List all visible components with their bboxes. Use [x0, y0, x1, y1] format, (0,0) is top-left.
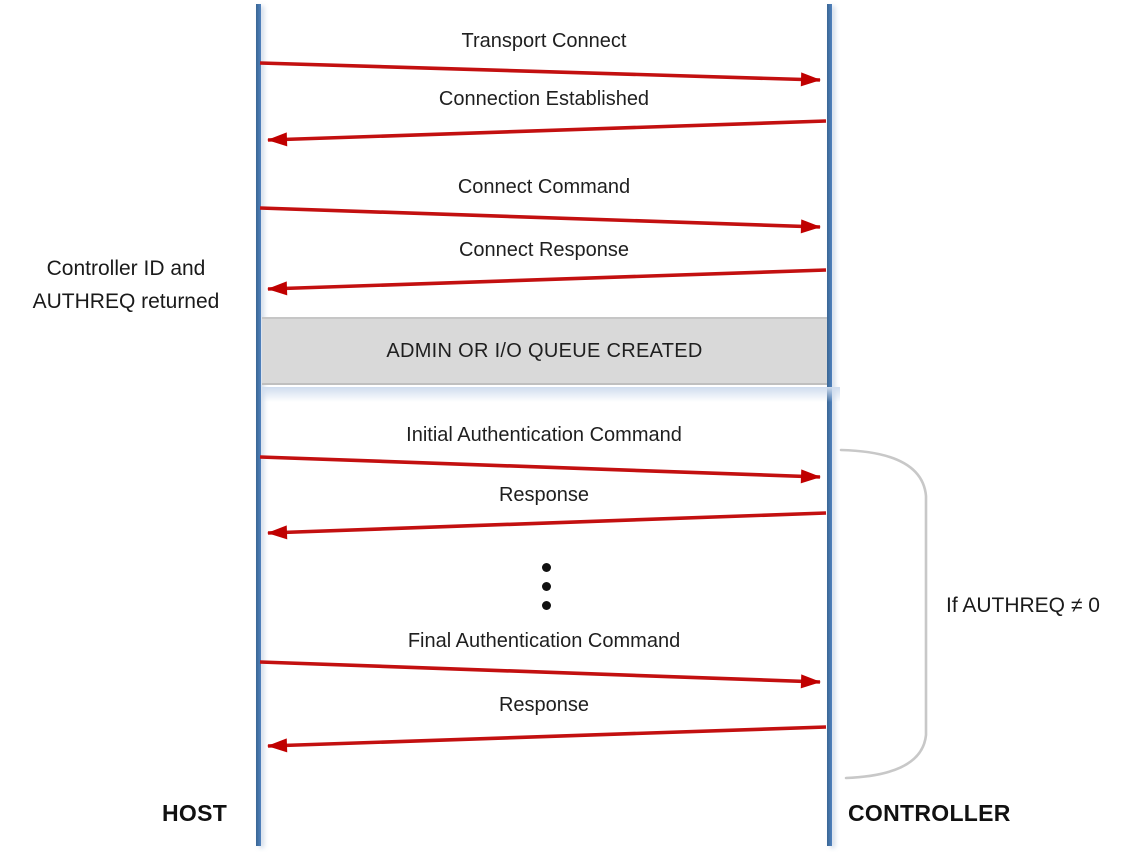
- arrow-initial-auth-response: [267, 511, 827, 540]
- host-lifeline: [256, 4, 261, 846]
- queue-created-band: ADMIN OR I/O QUEUE CREATED: [262, 317, 827, 385]
- arrow-transport-connect: [259, 61, 821, 87]
- arrow-initial-auth-command: [259, 455, 821, 484]
- message-label-initial-auth-response: Response: [498, 484, 590, 506]
- actor-label-host: HOST: [162, 800, 228, 826]
- actor-label-controller: CONTROLLER: [848, 800, 1011, 826]
- ellipsis-dots: [542, 563, 551, 610]
- message-label-connect-command: Connect Command: [457, 176, 631, 198]
- auth-group-bracket: [839, 448, 928, 780]
- message-label-initial-auth-command: Initial Authentication Command: [406, 424, 682, 446]
- queue-created-band-label: ADMIN OR I/O QUEUE CREATED: [386, 339, 703, 362]
- ellipsis-dot: [542, 582, 551, 591]
- controller-lifeline: [827, 4, 832, 846]
- side-note-line1: Controller ID and: [46, 257, 206, 280]
- queue-band-shadow: [262, 387, 840, 402]
- message-label-final-auth-command: Final Authentication Command: [407, 630, 681, 652]
- message-label-transport-connect: Transport Connect: [461, 30, 627, 52]
- ellipsis-dot: [542, 601, 551, 610]
- side-note-authreq-returned: Controller ID and AUTHREQ returned: [4, 252, 248, 318]
- arrow-final-auth-command: [259, 660, 821, 689]
- message-label-final-auth-response: Response: [498, 694, 590, 716]
- side-note-line2: AUTHREQ returned: [32, 290, 220, 313]
- arrow-connect-command: [259, 206, 821, 234]
- ellipsis-dot: [542, 563, 551, 572]
- arrow-connection-established: [267, 119, 827, 147]
- arrow-final-auth-response: [267, 725, 827, 753]
- message-label-connection-established: Connection Established: [438, 88, 650, 110]
- bracket-label-if-authreq: If AUTHREQ ≠ 0: [946, 594, 1100, 617]
- message-label-connect-response: Connect Response: [458, 239, 630, 261]
- arrow-connect-response: [267, 268, 827, 296]
